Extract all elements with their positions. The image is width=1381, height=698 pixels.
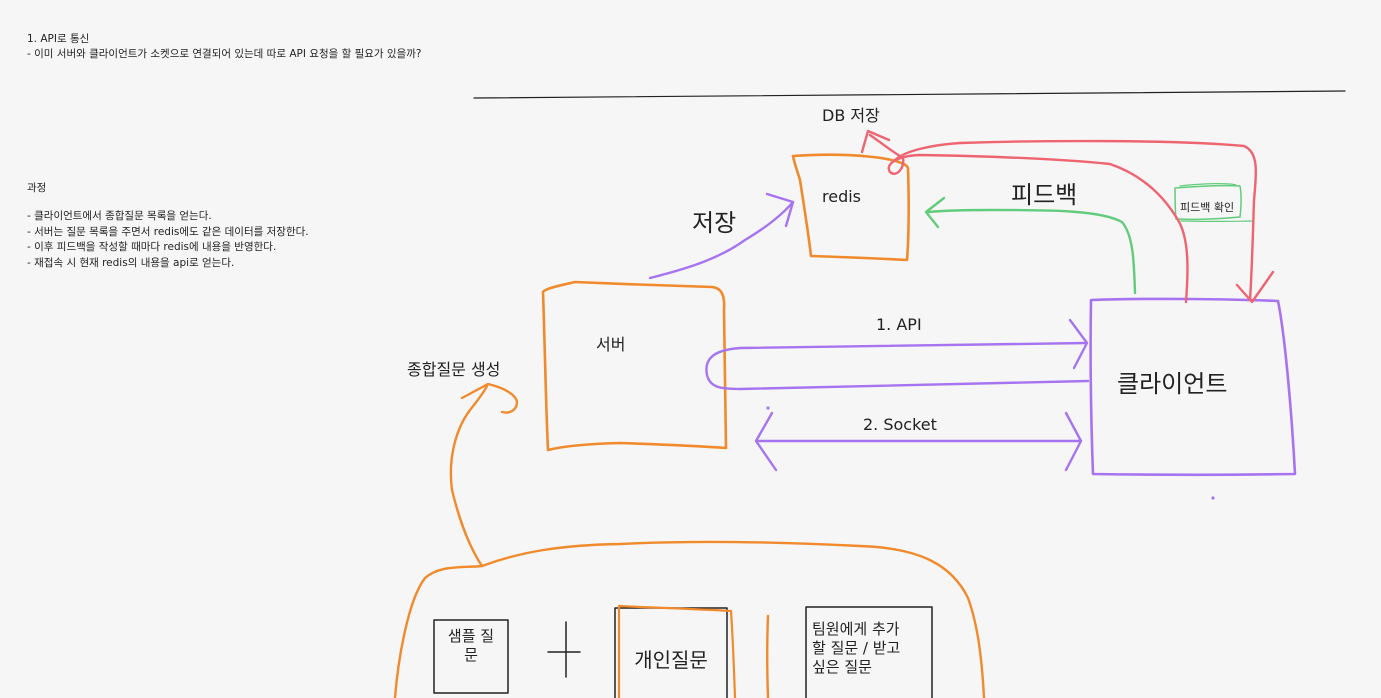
server-box [541,280,728,452]
note-step-3: - 이후 피드백을 작성할 때마다 redis에 내용을 반영한다. [27,241,277,253]
note-api-title: 1. API로 통신 [27,33,90,45]
sample-question-box [433,619,509,694]
personal-question-label: 개인질문 [634,648,708,672]
ink-dot [1211,496,1215,500]
api-arrowhead [1068,318,1089,370]
save-arrowhead [765,192,795,228]
divider-line [473,90,1346,99]
question-group-outline [393,540,986,698]
feedback-arrowhead [924,196,946,229]
sample-question-label: 샘플 질 문 [447,627,495,664]
feedback-check-loop [893,139,1258,302]
note-step-4: - 재접속 시 현재 redis의 내용을 api로 얻는다. [27,257,235,269]
feedback-check-box [1174,184,1242,221]
plus-icon [547,621,581,678]
feedback-label: 피드백 [1011,181,1078,209]
note-step-2: - 서버는 질문 목록을 주면서 redis에도 같은 데이터를 저장한다. [27,226,309,238]
client-label: 클라이언트 [1117,370,1228,398]
socket-label: 2. Socket [863,415,937,434]
server-label: 서버 [596,335,626,354]
orange-stroke [766,614,770,698]
team-question-label: 팀원에게 추가 할 질문 / 받고 싶은 질문 [812,620,901,676]
db-save-arrow [868,133,1189,304]
personal-question-box-sketch [617,604,737,698]
combined-question-arrow [449,384,489,568]
save-arrow [648,200,795,280]
ink-dot [766,406,770,410]
note-step-1: - 클라이언트에서 종합질문 목록을 얻는다. [27,210,212,222]
db-save-arrowhead [860,129,891,154]
combined-question-arrowhead [460,382,519,414]
redis-box [791,153,910,262]
api-arrow [705,341,1090,391]
socket-arrowhead-left [754,411,778,472]
db-save-label: DB 저장 [822,106,880,125]
note-process-title: 과정 [27,182,47,194]
socket-arrowhead-right [1064,411,1083,472]
feedback-check-label: 피드백 확인 [1180,201,1235,214]
client-box [1089,297,1297,477]
feedback-check-box-sketch [1179,183,1255,223]
combined-question-label: 종합질문 생성 [407,360,501,379]
feedback-arrow [926,208,1137,295]
team-question-box [805,606,933,698]
redis-label: redis [822,187,862,206]
api-label: 1. API [876,315,922,334]
feedback-check-loop-arrowhead [1235,270,1275,304]
note-api-question: - 이미 서버와 클라이언트가 소켓으로 연결되어 있는데 따로 API 요청을… [27,48,422,60]
save-label: 저장 [692,209,737,237]
